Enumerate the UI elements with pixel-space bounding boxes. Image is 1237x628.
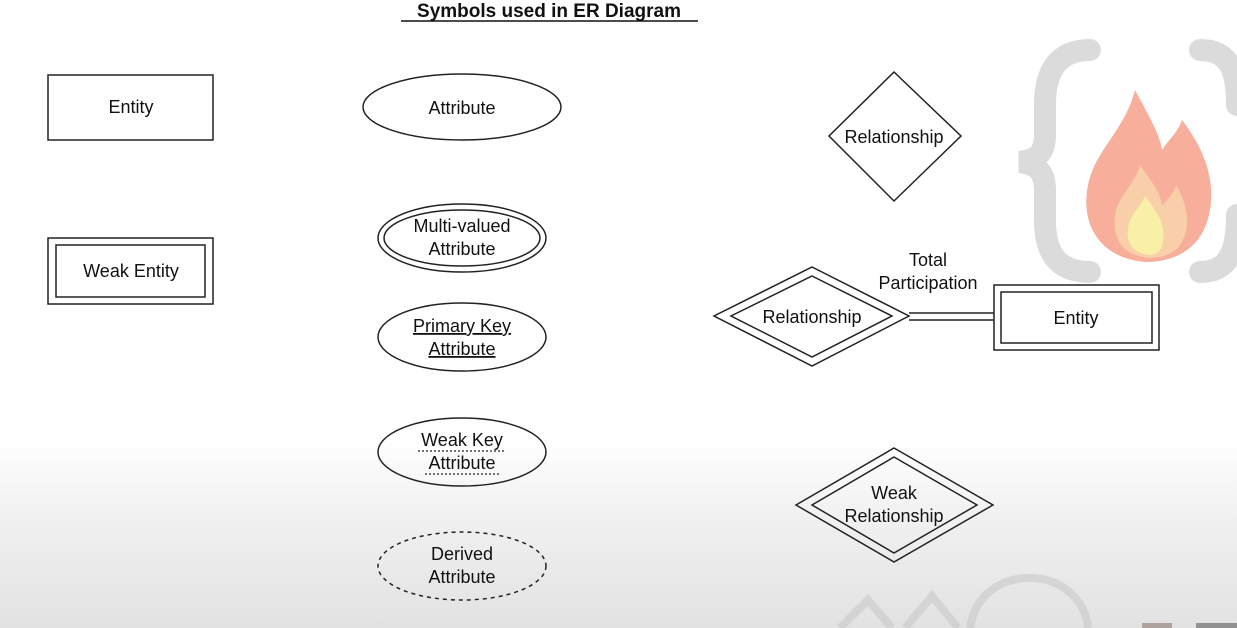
mountain-icon [837, 594, 896, 628]
primary-key-ellipse [377, 302, 547, 372]
multivalued-attribute-symbol: Multi-valued Attribute [377, 203, 547, 273]
multivalued-outer-ellipse [377, 203, 547, 273]
weak-relationship-label-line1: Weak [871, 483, 918, 503]
flame-core-icon [1127, 196, 1164, 255]
total-participation-symbol: Relationship Total Participation Entity [712, 250, 1160, 367]
identifying-relationship-inner-diamond [729, 275, 894, 358]
derived-label-line1: Derived [431, 544, 493, 564]
relationship-label: Relationship [844, 127, 943, 147]
globe-icon [966, 573, 1092, 628]
identifying-relationship-outer-diamond [712, 266, 911, 367]
attribute-symbol: Attribute [362, 73, 562, 141]
weak-key-label-line1: Weak Key [421, 430, 503, 450]
corner-block-2 [1196, 623, 1237, 628]
participating-entity-label: Entity [1053, 308, 1098, 328]
weak-key-ellipse [377, 417, 547, 487]
corner-block [1142, 623, 1172, 628]
entity-symbol: Entity [47, 74, 214, 141]
weak-entity-outer-rectangle [47, 237, 214, 305]
participating-entity-inner-rectangle [1000, 291, 1153, 344]
weak-key-attribute-symbol: Weak Key Attribute [377, 417, 547, 487]
primary-key-label-line2: Attribute [428, 339, 495, 359]
weak-relationship-outer-diamond [794, 447, 995, 563]
derived-dashed-ellipse [377, 531, 547, 601]
derived-label-line2: Attribute [428, 567, 495, 587]
entity-label: Entity [108, 97, 153, 117]
attribute-ellipse [362, 73, 562, 141]
bottom-watermark [837, 573, 1237, 628]
left-brace-icon [1018, 39, 1101, 283]
weak-entity-symbol: Weak Entity [47, 237, 214, 305]
weak-entity-label: Weak Entity [83, 261, 179, 281]
weak-relationship-label-line2: Relationship [844, 506, 943, 526]
right-brace-icon [1189, 39, 1237, 116]
multivalued-inner-ellipse [383, 209, 541, 267]
diagram-title: Symbols used in ER Diagram [417, 1, 681, 22]
primary-key-attribute-symbol: Primary Key Attribute [377, 302, 547, 372]
relationship-diamond [827, 70, 963, 203]
attribute-label: Attribute [428, 98, 495, 118]
weak-key-label-line2: Attribute [428, 453, 495, 473]
participating-entity-outer-rectangle [993, 284, 1160, 351]
multivalued-label-line1: Multi-valued [413, 216, 510, 236]
relationship-symbol: Relationship [827, 70, 963, 203]
entity-rectangle [47, 74, 214, 141]
total-participation-label-line1: Total [909, 250, 947, 270]
total-participation-label-line2: Participation [878, 273, 977, 293]
identifying-relationship-label: Relationship [762, 307, 861, 327]
mountain-icon-2 [901, 589, 962, 628]
watermark-logo [1018, 39, 1237, 283]
weak-entity-inner-rectangle [55, 244, 206, 298]
multivalued-label-line2: Attribute [428, 239, 495, 259]
derived-attribute-symbol: Derived Attribute [377, 531, 547, 601]
primary-key-label-line1: Primary Key [413, 316, 511, 336]
weak-relationship-symbol: Weak Relationship [794, 447, 995, 563]
weak-relationship-inner-diamond [810, 456, 979, 554]
